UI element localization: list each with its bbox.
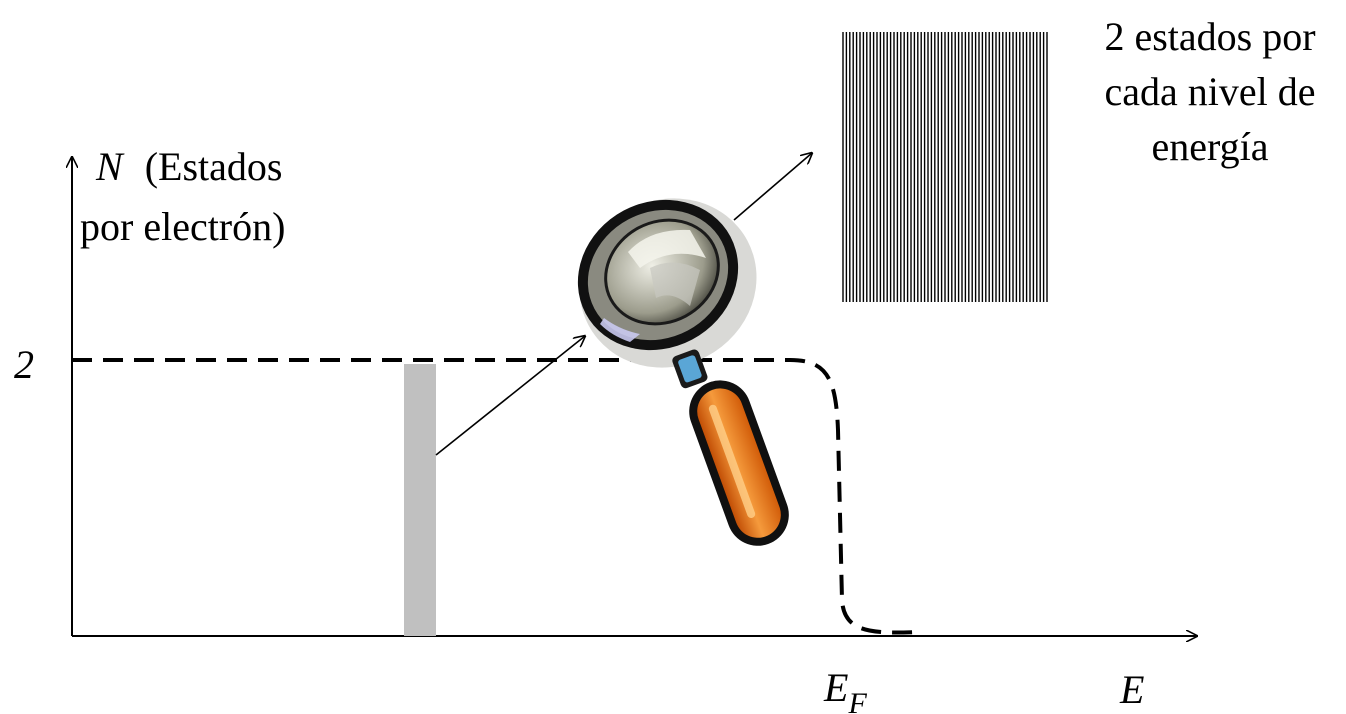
x-axis-label: E bbox=[1119, 667, 1144, 712]
y-axis-symbol: N bbox=[95, 144, 125, 189]
note-line-2: cada nivel de bbox=[1105, 69, 1316, 114]
fermi-symbol: E bbox=[823, 665, 848, 710]
arrow-lens-to-levels bbox=[734, 153, 812, 220]
arrow-band-to-lens bbox=[436, 336, 585, 455]
fermi-energy-label: EF bbox=[823, 665, 867, 714]
fermi-subscript: F bbox=[847, 687, 867, 714]
y-axis-description: (Estados bbox=[145, 144, 283, 189]
y-axis-label-line1: N (Estados bbox=[95, 144, 282, 189]
energy-levels-block bbox=[843, 32, 1047, 302]
highlight-band bbox=[404, 364, 436, 636]
y-axis-label-line2: por electrón) bbox=[80, 204, 285, 249]
occupation-curve bbox=[72, 360, 918, 633]
note-line-3: energía bbox=[1152, 124, 1269, 169]
note-line-1: 2 estados por bbox=[1104, 14, 1315, 59]
y-tick-2: 2 bbox=[14, 342, 34, 387]
